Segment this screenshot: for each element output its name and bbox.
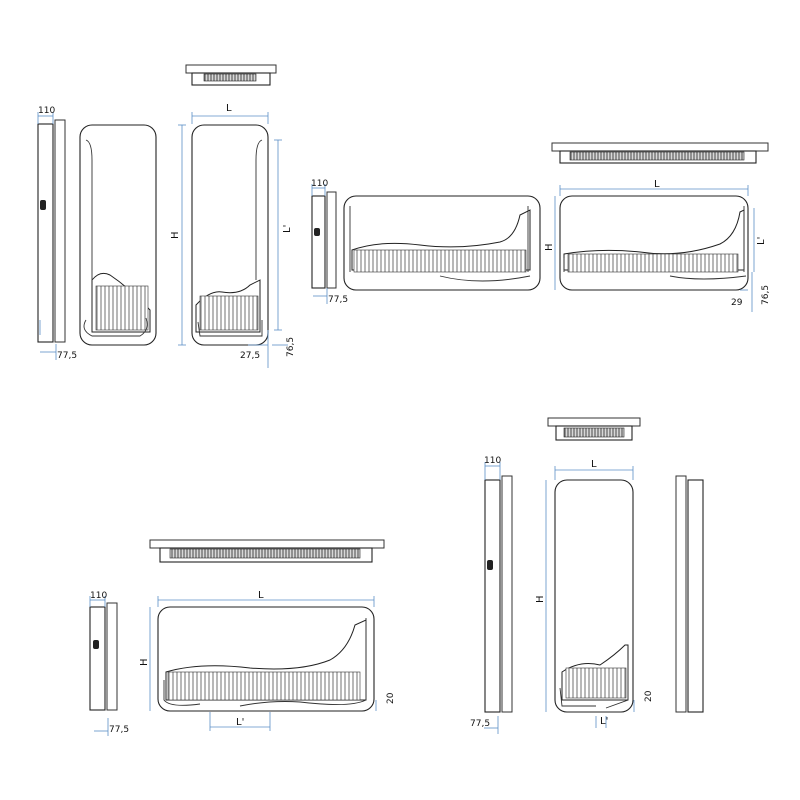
top-view-4 xyxy=(547,417,641,441)
view-horizontal-3: 110 77,5 L H L' 20 xyxy=(89,539,396,736)
control-panel-icon-4 xyxy=(487,560,493,570)
dim-pipe-3: L' xyxy=(236,717,244,728)
dim-a-4: 20 xyxy=(644,690,654,702)
view-vertical-4: 110 77,5 L H L' 20 xyxy=(470,417,704,734)
dim-width-1: L xyxy=(226,103,232,114)
dim-depth-1: 110 xyxy=(38,106,55,116)
dim-width-2: L xyxy=(654,179,660,190)
dim-pipe-1: L' xyxy=(282,225,293,233)
view-horizontal-2: 110 77,5 L H L' 29 76,5 xyxy=(311,142,771,312)
dim-b-2: 76,5 xyxy=(761,285,771,305)
control-panel-icon-3 xyxy=(93,640,99,649)
side-view-4 xyxy=(484,475,513,713)
front-view-1a xyxy=(79,124,157,346)
top-view-1 xyxy=(185,64,277,86)
dim-b-1: 76,5 xyxy=(286,337,296,357)
dim-pipe-4: L' xyxy=(600,716,608,727)
dim-a-2: 29 xyxy=(731,298,743,308)
front-view-3 xyxy=(157,606,375,712)
control-panel-icon xyxy=(40,200,46,210)
front-view-2a xyxy=(343,195,541,291)
dim-height-1: H xyxy=(170,231,181,239)
side-view-2 xyxy=(311,191,337,289)
dim-depth-3: 110 xyxy=(90,591,107,601)
side-view-4b xyxy=(675,475,704,713)
dim-height-3: H xyxy=(139,658,150,666)
dim-depth-4: 110 xyxy=(484,456,501,466)
front-view-4 xyxy=(554,479,634,713)
dim-offset-4: 77,5 xyxy=(470,719,490,729)
top-view-2 xyxy=(551,142,769,164)
dim-width-3: L xyxy=(258,590,264,601)
side-view-1 xyxy=(37,119,66,343)
view-vertical-1: 110 77,5 L H L' 27,5 76,5 xyxy=(37,64,296,368)
dim-width-4: L xyxy=(591,459,597,470)
dim-offset-2: 77,5 xyxy=(328,295,348,305)
dim-depth-2: 110 xyxy=(311,179,328,189)
dim-height-4: H xyxy=(535,595,546,603)
dim-height-2: H xyxy=(544,243,555,251)
front-view-1b xyxy=(191,124,269,346)
dim-pipe-2: L' xyxy=(756,237,767,245)
dim-offset-1: 77,5 xyxy=(57,351,77,361)
side-view-3 xyxy=(89,602,118,711)
front-view-2b xyxy=(559,195,749,291)
dim-a-1: 27,5 xyxy=(240,351,260,361)
control-panel-icon-2 xyxy=(314,228,320,236)
top-view-3 xyxy=(149,539,385,563)
dim-offset-3: 77,5 xyxy=(109,725,129,735)
dim-a-3: 20 xyxy=(386,692,396,704)
